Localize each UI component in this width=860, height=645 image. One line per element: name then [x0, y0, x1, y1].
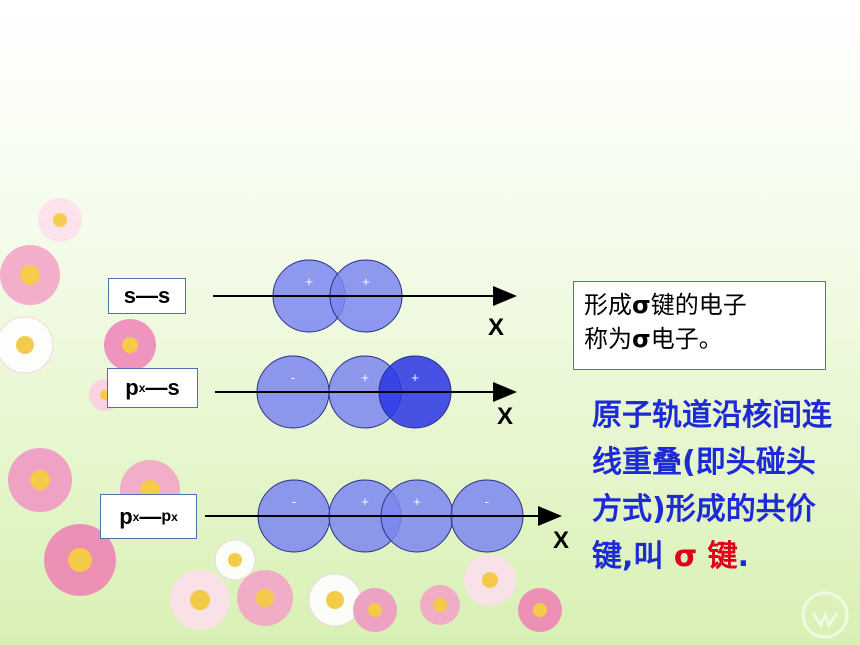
label-main: p: [119, 503, 133, 529]
label-end: p: [161, 507, 172, 525]
note-text: 电子。: [650, 325, 723, 353]
definition-text: 原子轨道沿核间连线重叠(即头碰头方式)形成的共价键,叫: [592, 398, 832, 574]
bond-word: 键: [697, 539, 738, 574]
lobe-sign: +: [305, 274, 313, 289]
lobe-sign: +: [361, 494, 369, 509]
lobe-sign: +: [411, 370, 419, 385]
note-text: 形成: [584, 291, 632, 319]
axis-label-x: X: [553, 527, 569, 554]
label-end: s: [167, 375, 180, 400]
label-mid: —: [136, 283, 158, 308]
label-mid: —: [139, 503, 162, 529]
lobe-sign: -: [292, 494, 296, 509]
sigma-symbol: σ: [632, 325, 651, 353]
row-label-s-s: s—s: [108, 278, 186, 314]
lobe-sign: -: [485, 494, 489, 509]
note-text: 称为: [584, 325, 632, 353]
note-line-1: 形成σ键的电子: [584, 288, 815, 322]
lobe-sign: +: [361, 370, 369, 385]
label-main: s: [123, 283, 136, 308]
lobe-sign: +: [362, 274, 370, 289]
note-line-2: 称为σ电子。: [584, 322, 815, 356]
axis-label-x: X: [497, 403, 513, 430]
logo-icon: [801, 591, 849, 639]
sigma-electron-note: 形成σ键的电子 称为σ电子。: [573, 281, 826, 370]
label-sub: x: [132, 509, 140, 524]
sigma-bond-definition: 原子轨道沿核间连线重叠(即头碰头方式)形成的共价键,叫 σ 键.: [592, 392, 832, 580]
label-end: s: [158, 283, 171, 308]
note-text: 键的电子: [650, 291, 747, 319]
flower-icon: [0, 198, 562, 632]
label-mid: —: [145, 375, 168, 400]
label-main: p: [125, 375, 139, 400]
label-sub: x: [138, 381, 146, 395]
sigma-symbol: σ: [632, 291, 651, 319]
label-sub-2: x: [171, 509, 178, 524]
sigma-symbol: σ: [673, 539, 698, 574]
lobe-sign: -: [291, 370, 295, 385]
lobe-sign: +: [413, 494, 421, 509]
axis-label-x: X: [488, 314, 504, 341]
period: .: [737, 539, 750, 574]
